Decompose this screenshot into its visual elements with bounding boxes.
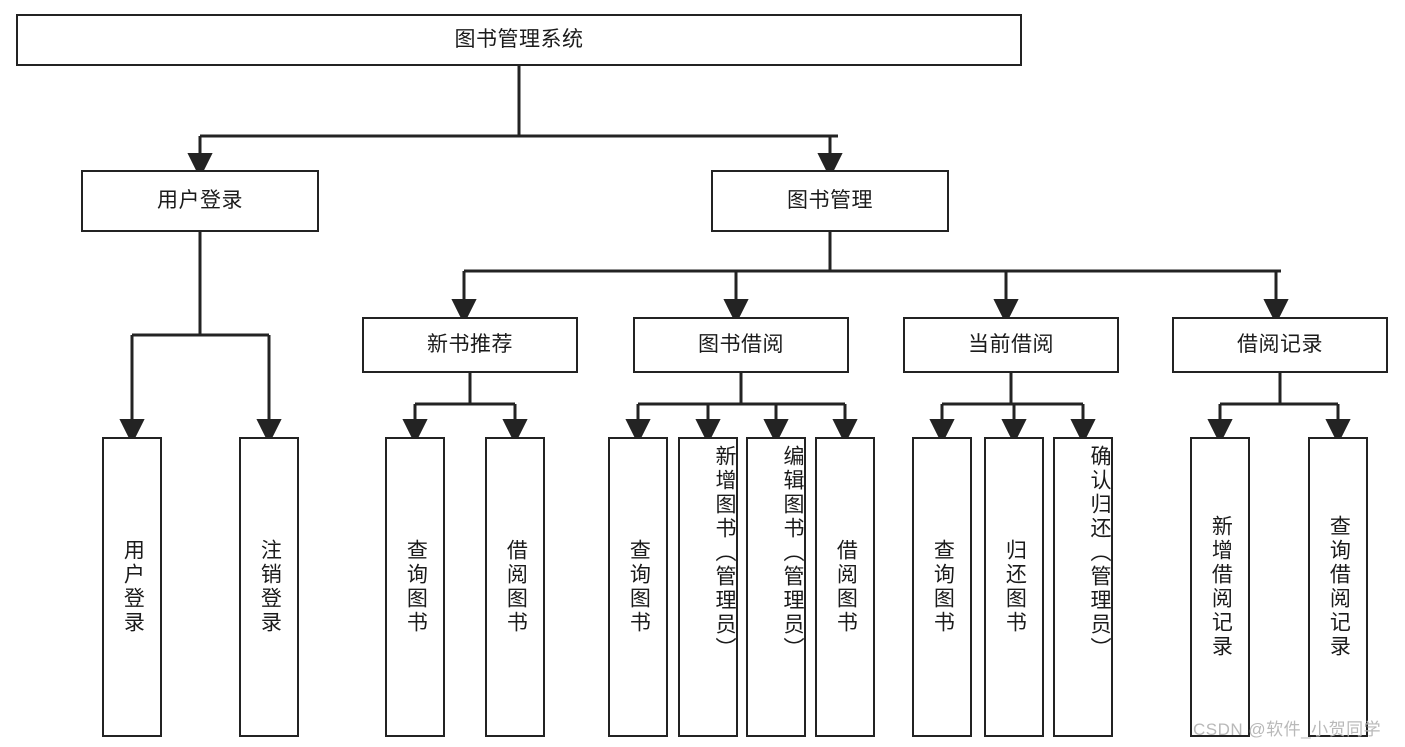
node-current-borrow-label: 当前借阅 <box>968 332 1054 356</box>
edge-login-to-leaves <box>119 232 282 445</box>
node-leaf-user-logout-label: 注销登录 <box>258 539 282 635</box>
node-leaf-borrow-add[interactable]: 新增图书（管理员） <box>678 437 738 737</box>
node-leaf-records-add[interactable]: 新增借阅记录 <box>1190 437 1250 737</box>
node-leaf-borrow-edit-label: 编辑图书（管理员） <box>781 445 804 661</box>
node-leaf-current-confirm-label: 确认归还（管理员） <box>1088 445 1111 661</box>
node-root-label: 图书管理系统 <box>454 27 584 51</box>
node-leaf-newbook-borrow[interactable]: 借阅图书 <box>485 437 545 737</box>
node-leaf-current-return-label: 归还图书 <box>1003 539 1027 635</box>
node-borrow-records[interactable]: 借阅记录 <box>1172 317 1388 373</box>
edge-borrow-to-leaves <box>625 373 858 445</box>
node-user-login-label: 用户登录 <box>157 188 243 212</box>
edge-current-to-leaves <box>929 373 1096 445</box>
node-leaf-newbook-query-label: 查询图书 <box>404 539 428 635</box>
node-leaf-current-query[interactable]: 查询图书 <box>912 437 972 737</box>
node-new-book-recommend[interactable]: 新书推荐 <box>362 317 578 373</box>
node-leaf-records-query[interactable]: 查询借阅记录 <box>1308 437 1368 737</box>
node-leaf-user-login[interactable]: 用户登录 <box>102 437 162 737</box>
node-leaf-newbook-query[interactable]: 查询图书 <box>385 437 445 737</box>
node-leaf-user-login-label: 用户登录 <box>121 539 145 635</box>
node-new-book-recommend-label: 新书推荐 <box>427 332 513 356</box>
node-book-borrow[interactable]: 图书借阅 <box>633 317 849 373</box>
node-root[interactable]: 图书管理系统 <box>16 14 1022 66</box>
node-leaf-records-add-label: 新增借阅记录 <box>1209 515 1233 659</box>
edge-bookmgmt-to-level3 <box>451 232 1289 325</box>
node-book-management[interactable]: 图书管理 <box>711 170 949 232</box>
node-leaf-borrow-edit[interactable]: 编辑图书（管理员） <box>746 437 806 737</box>
node-borrow-records-label: 借阅记录 <box>1237 332 1323 356</box>
node-leaf-user-logout[interactable]: 注销登录 <box>239 437 299 737</box>
edge-root-to-level2 <box>187 66 843 179</box>
node-leaf-borrow-lend-label: 借阅图书 <box>834 539 858 635</box>
node-book-management-label: 图书管理 <box>787 188 873 212</box>
node-leaf-borrow-lend[interactable]: 借阅图书 <box>815 437 875 737</box>
node-leaf-borrow-add-label: 新增图书（管理员） <box>713 445 736 661</box>
node-leaf-records-query-label: 查询借阅记录 <box>1327 515 1351 659</box>
node-book-borrow-label: 图书借阅 <box>698 332 784 356</box>
node-leaf-current-confirm[interactable]: 确认归还（管理员） <box>1053 437 1113 737</box>
edge-records-to-leaves <box>1207 373 1351 445</box>
node-current-borrow[interactable]: 当前借阅 <box>903 317 1119 373</box>
node-leaf-borrow-query[interactable]: 查询图书 <box>608 437 668 737</box>
node-leaf-borrow-query-label: 查询图书 <box>627 539 651 635</box>
node-user-login[interactable]: 用户登录 <box>81 170 319 232</box>
edge-newbook-to-leaves <box>402 373 528 445</box>
node-leaf-newbook-borrow-label: 借阅图书 <box>504 539 528 635</box>
csdn-watermark: CSDN @软件_小贺同学 <box>1193 720 1382 739</box>
node-leaf-current-query-label: 查询图书 <box>931 539 955 635</box>
node-leaf-current-return[interactable]: 归还图书 <box>984 437 1044 737</box>
